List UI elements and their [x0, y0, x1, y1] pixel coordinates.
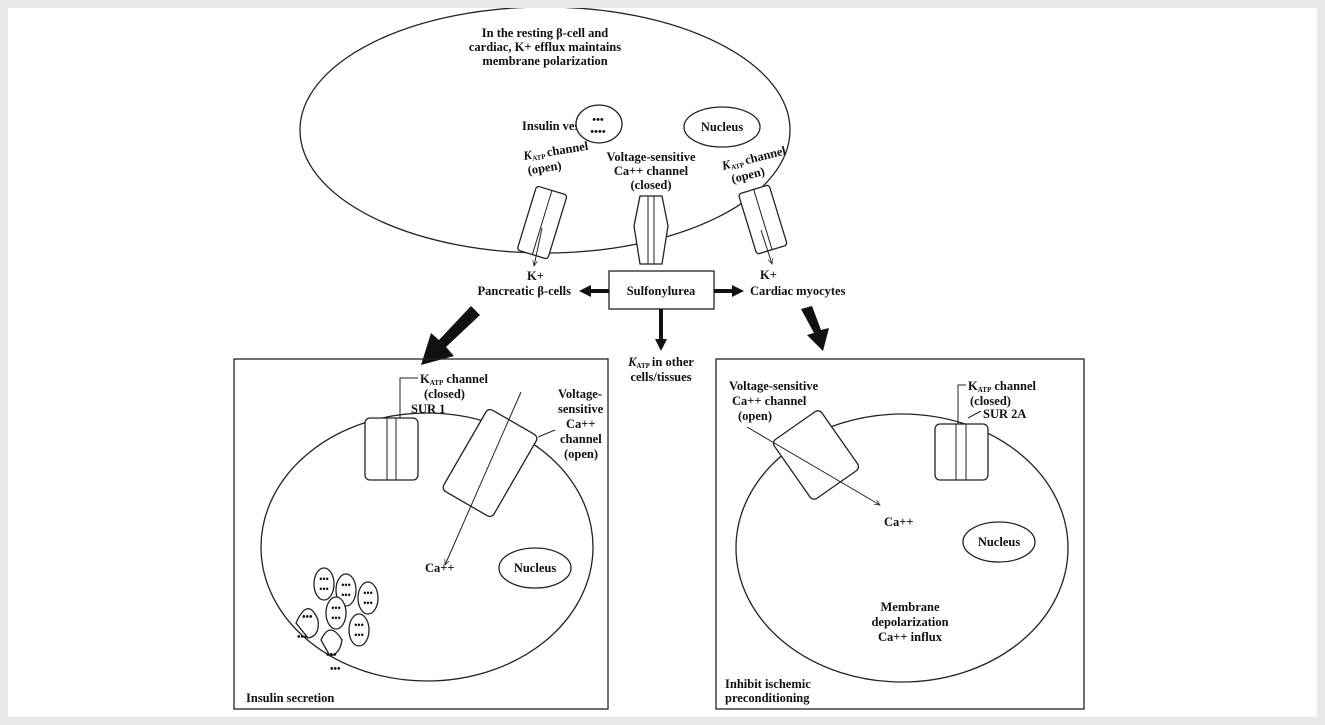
katp-panel-right-state: (closed) — [970, 394, 1011, 408]
sur1-label: SUR 1 — [411, 402, 445, 416]
vsc-left-line-1: Voltage- — [558, 387, 602, 401]
vsc-closed-top — [633, 195, 669, 265]
katp-channel-right-top — [738, 184, 788, 255]
katp-callout-right — [957, 384, 966, 424]
big-arrow-right — [801, 306, 829, 351]
nucleus-right — [962, 521, 1036, 563]
svg-text:•••: ••• — [331, 613, 340, 623]
cardiac-panel-border — [715, 358, 1085, 710]
nucleus-label-top: Nucleus — [701, 120, 744, 134]
sulfonylurea-hub: Sulfonylurea Pancreatic β-cells Cardiac … — [421, 270, 846, 384]
cardiac-label: Cardiac myocytes — [750, 284, 846, 298]
svg-text:•••: ••• — [302, 612, 313, 623]
svg-text:•••: ••• — [354, 630, 363, 640]
k-efflux-arrow-left — [534, 227, 543, 266]
sur2a-label: SUR 2A — [983, 407, 1026, 421]
nucleus-left — [498, 547, 572, 589]
arrow-to-pancreatic — [579, 285, 609, 297]
resting-cell: In the resting β-cell and cardiac, K+ ef… — [299, 8, 791, 283]
nucleus-label-left: Nucleus — [514, 561, 557, 575]
vesicle-dots: •••• — [590, 126, 606, 138]
right-panel-caption-line-1: Inhibit ischemic — [725, 677, 811, 691]
vsc-right-line-1: Voltage-sensitive — [729, 379, 819, 393]
ca-label-left: Ca++ — [425, 561, 455, 575]
k-label-left: K+ — [527, 269, 544, 283]
katp-left-label: KATPchannel (open) — [521, 139, 590, 178]
vsc-left-line-2: sensitive — [558, 402, 604, 416]
pancreatic-panel-border — [233, 358, 609, 710]
svg-text:•••: ••• — [341, 580, 350, 590]
katp-channel-closed-right — [934, 423, 989, 481]
effect-line-1: Membrane — [880, 600, 939, 614]
vsc-left-line-3: Ca++ — [566, 417, 596, 431]
svg-text:•••: ••• — [354, 620, 363, 630]
effect-line-3: Ca++ influx — [878, 630, 943, 644]
beta-cell-membrane — [260, 412, 594, 682]
insulin-vesicle — [575, 104, 623, 144]
vsc-right-line-2: Ca++ channel — [732, 394, 807, 408]
svg-text:•••: ••• — [319, 574, 328, 584]
left-panel-caption: Insulin secretion — [246, 691, 334, 705]
svg-text:•••: ••• — [326, 650, 337, 661]
k-label-right: K+ — [760, 268, 777, 282]
ca-influx-arrow-left — [444, 391, 522, 565]
sulfonylurea-diagram: In the resting β-cell and cardiac, K+ ef… — [233, 8, 1085, 710]
sur2a-callout — [967, 410, 982, 419]
k-efflux-arrow-right — [760, 229, 772, 264]
figure-frame: In the resting β-cell and cardiac, K+ ef… — [8, 8, 1317, 717]
effect-line-2: depolarization — [871, 615, 948, 629]
arrow-to-other-tissues — [655, 309, 667, 351]
vsc-left-line-4: channel — [560, 432, 602, 446]
svg-text:•••: ••• — [297, 632, 308, 643]
right-panel-caption-line-2: preconditioning — [725, 691, 810, 705]
big-arrow-left — [421, 306, 480, 365]
vsc-top-line-3: (closed) — [631, 178, 672, 192]
insulin-vesicles: ••• ••• ••• ••• ••• ••• ••• ••• ••• ••• … — [295, 567, 379, 675]
katp-channel-closed-left — [364, 417, 419, 481]
pancreatic-panel: KATP channel (closed) SUR 1 Voltage- sen… — [233, 358, 609, 710]
ca-label-right: Ca++ — [884, 515, 914, 529]
katp-panel-right-line-1: KATP channel — [968, 379, 1037, 394]
resting-caption-line-3: membrane polarization — [482, 54, 607, 68]
katp-panel-left-line-1: KATP channel — [420, 372, 489, 387]
vesicle-dots: ••• — [592, 114, 604, 126]
vsc-top-line-1: Voltage-sensitive — [606, 150, 696, 164]
svg-text:KATPchannel: KATPchannel — [521, 139, 590, 164]
svg-text:•••: ••• — [331, 603, 340, 613]
other-tissues-line-2: cells/tissues — [630, 370, 691, 384]
resting-caption-line-2: cardiac, K+ efflux maintains — [469, 40, 621, 54]
vsc-top-line-2: Ca++ channel — [614, 164, 689, 178]
vsc-left-line-5: (open) — [564, 447, 598, 461]
svg-text:•••: ••• — [330, 664, 341, 675]
sulfonylurea-label: Sulfonylurea — [627, 284, 696, 298]
svg-text:•••: ••• — [319, 584, 328, 594]
vsc-callout-left — [537, 429, 556, 438]
nucleus-top — [683, 106, 761, 148]
pancreatic-label: Pancreatic β-cells — [478, 284, 572, 298]
svg-text:(open): (open) — [527, 158, 563, 177]
svg-text:•••: ••• — [363, 598, 372, 608]
cardiac-panel: Voltage-sensitive Ca++ channel (open) Ca… — [715, 358, 1085, 710]
svg-text:•••: ••• — [363, 588, 372, 598]
katp-callout-left — [399, 377, 418, 418]
ca-influx-arrow-right — [746, 426, 880, 505]
nucleus-label-right: Nucleus — [978, 535, 1021, 549]
katp-channel-left-top — [517, 185, 568, 260]
arrow-to-cardiac — [714, 285, 744, 297]
katp-panel-left-state: (closed) — [424, 387, 465, 401]
vsc-right-line-3: (open) — [738, 409, 772, 423]
vsc-open-right — [772, 410, 860, 500]
resting-caption-line-1: In the resting β-cell and — [482, 26, 609, 40]
svg-text:•••: ••• — [341, 590, 350, 600]
